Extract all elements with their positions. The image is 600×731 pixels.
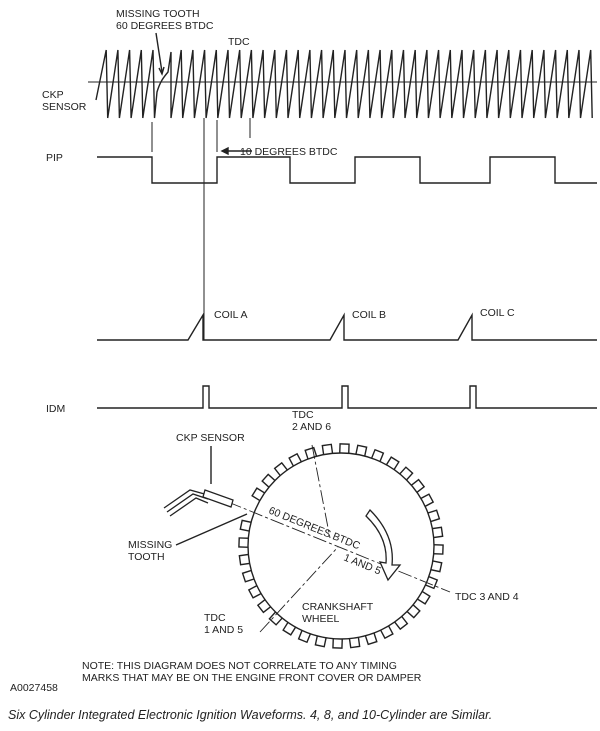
- crankshaft-label: CRANKSHAFT: [302, 601, 374, 613]
- coil-b-label: COIL B: [352, 309, 386, 321]
- ckp-waveform: [95, 49, 593, 119]
- crankshaft-wheel: [247, 452, 435, 640]
- note-line-2: MARKS THAT MAY BE ON THE ENGINE FRONT CO…: [82, 672, 422, 684]
- coil-c-label: COIL C: [480, 307, 515, 319]
- reference-lines: [227, 444, 451, 633]
- ckp-sensor-icon: [163, 489, 234, 517]
- tdc-label: TDC: [228, 36, 250, 48]
- pip-waveform: [97, 156, 597, 184]
- note-line-1: NOTE: THIS DIAGRAM DOES NOT CORRELATE TO…: [82, 660, 397, 672]
- missing-tooth-pointer: [175, 513, 248, 546]
- rotation-arrow-icon: [365, 508, 402, 582]
- tdc-1-5-value: 1 AND 5: [204, 624, 243, 636]
- tdc-2-6-value: 2 AND 6: [292, 421, 331, 433]
- figure-caption: Six Cylinder Integrated Electronic Ignit…: [8, 708, 493, 722]
- missing-tooth-degrees-label: 60 DEGREES BTDC: [116, 20, 214, 32]
- tooth-label: TOOTH: [128, 551, 165, 563]
- tdc-2-6-label: TDC: [292, 409, 314, 421]
- ckp-label: CKP: [42, 89, 64, 101]
- tdc-3-4-label: TDC 3 AND 4: [455, 591, 519, 603]
- sensor-label: SENSOR: [42, 101, 87, 113]
- missing-tooth-label: MISSING TOOTH: [116, 8, 200, 20]
- coil-waveform: [97, 312, 597, 341]
- figure-id: A0027458: [10, 682, 58, 694]
- ckp-sensor-label: CKP SENSOR: [176, 432, 245, 444]
- timing-markers: [151, 118, 251, 340]
- tdc-1-5-label: TDC: [204, 612, 226, 624]
- wheel-label: WHEEL: [302, 613, 340, 625]
- ten-degrees-arrow: [220, 146, 252, 156]
- pip-label: PIP: [46, 152, 63, 164]
- ten-degrees-label: 10 DEGREES BTDC: [240, 146, 338, 158]
- arrow-head: [158, 66, 165, 76]
- missing-tooth-arrow: [155, 32, 163, 73]
- idm-label: IDM: [46, 403, 65, 415]
- missing-tooth-wheel-label: MISSING: [128, 539, 172, 551]
- idm-waveform: [97, 385, 597, 409]
- coil-a-label: COIL A: [214, 309, 247, 321]
